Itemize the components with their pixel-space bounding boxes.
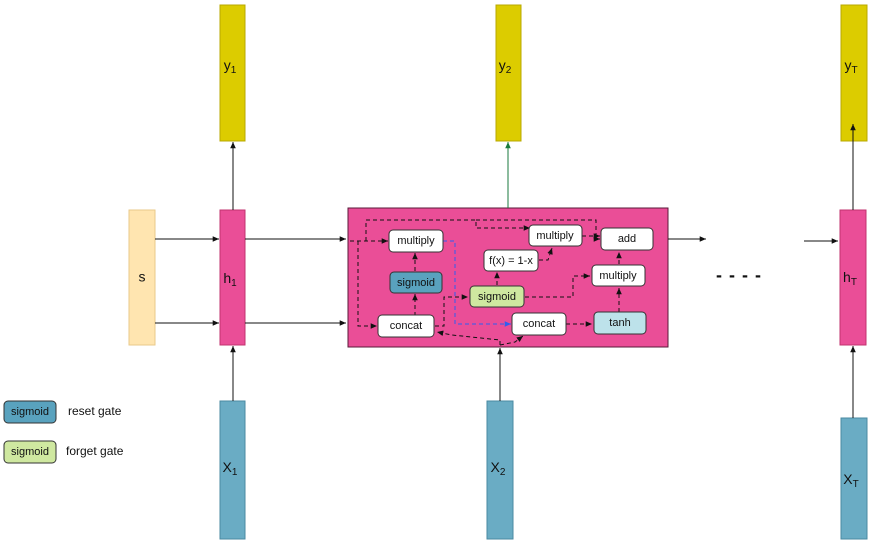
cell-connections xyxy=(350,219,622,346)
hT-label: hT xyxy=(843,269,857,288)
sigmoid-reset-box xyxy=(389,271,443,294)
y1-label: y1 xyxy=(224,57,237,76)
xT-label: XT xyxy=(843,471,858,490)
conn-concat1-sigmoid2 xyxy=(435,294,468,327)
conn-x-concat1 xyxy=(436,330,501,345)
concat-box-1-label: concat xyxy=(390,320,422,332)
s-label: s xyxy=(139,269,146,285)
concat-box-2-label: concat xyxy=(523,318,555,330)
h1-label: h1 xyxy=(223,270,237,289)
h1-bar xyxy=(219,209,246,346)
conn-h-to-add xyxy=(476,219,600,242)
legend-reset-swatch xyxy=(3,400,57,424)
add-box-label: add xyxy=(618,233,636,245)
x2-bar xyxy=(486,400,514,540)
sigmoid-forget-box xyxy=(469,285,525,308)
s-state-bar xyxy=(128,209,156,346)
multiply-box-1 xyxy=(388,229,444,253)
conn-multiply1-concat2 xyxy=(443,240,511,327)
legend-forget-swatch-text: sigmoid xyxy=(11,446,49,458)
add-box xyxy=(600,227,654,251)
concat-box-2 xyxy=(511,312,567,336)
multiply-box-2 xyxy=(528,224,583,247)
x1-label: X1 xyxy=(223,459,238,478)
legend-reset-label: reset gate xyxy=(68,404,122,418)
conn-sigmoid2-multiply3 xyxy=(525,273,590,298)
concat-box-1 xyxy=(377,314,435,338)
fx-box xyxy=(483,249,539,272)
legend-forget-label: forget gate xyxy=(66,444,124,458)
y1-bar xyxy=(219,4,246,142)
legend-forget-swatch xyxy=(3,440,57,464)
conn-h-to-concat1 xyxy=(357,241,377,329)
sigmoid-reset-label: sigmoid xyxy=(397,277,435,289)
conn-h-top-route xyxy=(365,219,530,241)
yT-bar xyxy=(840,4,868,142)
tanh-box xyxy=(593,311,647,335)
y2-bar xyxy=(495,4,522,142)
multiply-box-1-label: multiply xyxy=(397,235,435,247)
watermark: 掘金技术社区 @ 数据智能老司机 xyxy=(518,502,809,525)
x2-label: X2 xyxy=(491,459,506,478)
multiply-box-3-label: multiply xyxy=(599,270,637,282)
multiply-box-3 xyxy=(591,264,646,287)
legend-reset-swatch-text: sigmoid xyxy=(11,406,49,418)
fx-label: f(x) = 1-x xyxy=(489,255,533,267)
yT-label: yT xyxy=(844,57,857,76)
y2-label: y2 xyxy=(499,57,512,76)
ellipsis: - - - - xyxy=(716,265,762,285)
tanh-label: tanh xyxy=(609,317,630,329)
xT-bar xyxy=(840,417,868,540)
sigmoid-forget-label: sigmoid xyxy=(478,291,516,303)
conn-x-concat2 xyxy=(499,335,524,346)
multiply-box-2-label: multiply xyxy=(536,230,574,242)
hT-bar xyxy=(839,209,867,346)
